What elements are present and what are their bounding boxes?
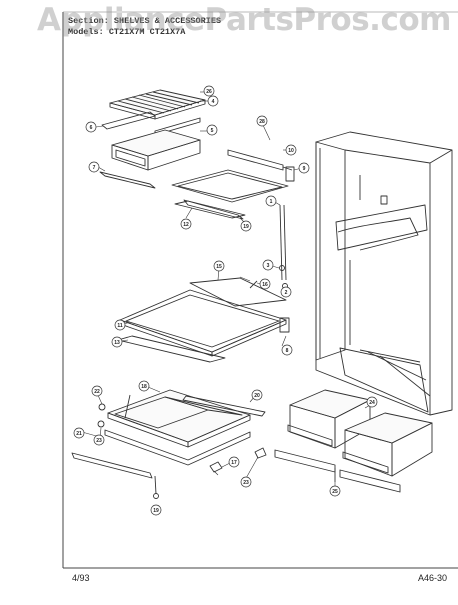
- callout-label-23a: 23: [96, 438, 102, 444]
- shelf-rails: [101, 111, 201, 136]
- callout-label-7: 7: [93, 165, 96, 171]
- callout-label-17: 17: [231, 460, 237, 466]
- callout-8: [281, 344, 293, 356]
- callout-label-9: 9: [303, 166, 306, 172]
- callout-1: [265, 195, 277, 207]
- section-header: Section: SHELVES & ACCESSORIES: [68, 16, 221, 26]
- callout-label-28: 28: [259, 119, 265, 125]
- callout-23b: [240, 476, 252, 488]
- callout-5: [206, 124, 218, 136]
- callout-label-10: 10: [288, 148, 294, 154]
- callout-25: [329, 485, 341, 497]
- callout-label-16: 16: [262, 282, 268, 288]
- callout-28: [256, 115, 268, 127]
- callout-3: [262, 259, 274, 271]
- callout-label-2: 2: [285, 290, 288, 296]
- callout-label-11: 11: [117, 323, 123, 329]
- callout-7: [88, 161, 100, 173]
- callout-label-24: 24: [369, 400, 375, 406]
- upper-glass-shelf: [171, 149, 295, 220]
- callout-2: [280, 286, 292, 298]
- footer-page-code: A46-30: [418, 573, 448, 583]
- callout-label-3: 3: [267, 263, 270, 269]
- callout-label-6: 6: [90, 125, 93, 131]
- section-label: Section:: [68, 16, 109, 26]
- callout-13: [111, 336, 123, 348]
- full-width-shelf: [117, 277, 290, 363]
- callout-label-18: 18: [141, 384, 147, 390]
- callout-26: [203, 85, 215, 97]
- shelf-rod: [279, 204, 288, 289]
- models-label: Models:: [68, 27, 104, 37]
- crisper-cover: [71, 389, 267, 499]
- callout-label-1: 1: [270, 199, 273, 205]
- callout-11: [114, 319, 126, 331]
- callout-label-8: 8: [286, 348, 289, 354]
- callout-label-12: 12: [183, 222, 189, 228]
- callout-label-25: 25: [332, 489, 338, 495]
- callout-19: [240, 220, 252, 232]
- callout-label-19b: 19: [153, 508, 159, 514]
- callout-group: [73, 85, 378, 516]
- meat-pan-drawer: [111, 129, 201, 171]
- callout-19b: [150, 504, 162, 516]
- callout-21: [73, 427, 85, 439]
- callout-20: [251, 389, 263, 401]
- callout-label-13: 13: [114, 340, 120, 346]
- callout-9: [298, 162, 310, 174]
- models-value: CT21X7M CT21X7A: [108, 27, 186, 37]
- callout-label-5: 5: [211, 128, 214, 134]
- callout-16: [259, 278, 271, 290]
- callout-15: [213, 260, 225, 272]
- callout-4: [207, 95, 219, 107]
- callout-label-26: 26: [206, 89, 212, 95]
- callout-17: [228, 456, 240, 468]
- callout-label-22: 22: [94, 389, 100, 395]
- callout-label-21: 21: [76, 431, 82, 437]
- crisper-drawers: [274, 389, 433, 493]
- callout-24: [366, 396, 378, 408]
- drawer-front-trim: [99, 171, 156, 189]
- callout-10: [285, 144, 297, 156]
- callout-22: [91, 385, 103, 397]
- callout-label-4: 4: [212, 99, 215, 105]
- callout-18: [138, 380, 150, 392]
- callout-6: [85, 121, 97, 133]
- refrigerator-cabinet: [315, 131, 453, 416]
- callout-12: [180, 218, 192, 230]
- callout-label-23b: 23: [243, 480, 249, 486]
- callout-label-15: 15: [216, 264, 222, 270]
- section-value: SHELVES & ACCESSORIES: [113, 16, 222, 26]
- grated-shelf: [109, 89, 206, 120]
- callout-label-20: 20: [254, 393, 260, 399]
- footer-date: 4/93: [72, 573, 90, 583]
- callout-23a: [93, 434, 105, 446]
- models-header: Models: CT21X7M CT21X7A: [68, 27, 185, 37]
- callout-label-19: 19: [243, 224, 249, 230]
